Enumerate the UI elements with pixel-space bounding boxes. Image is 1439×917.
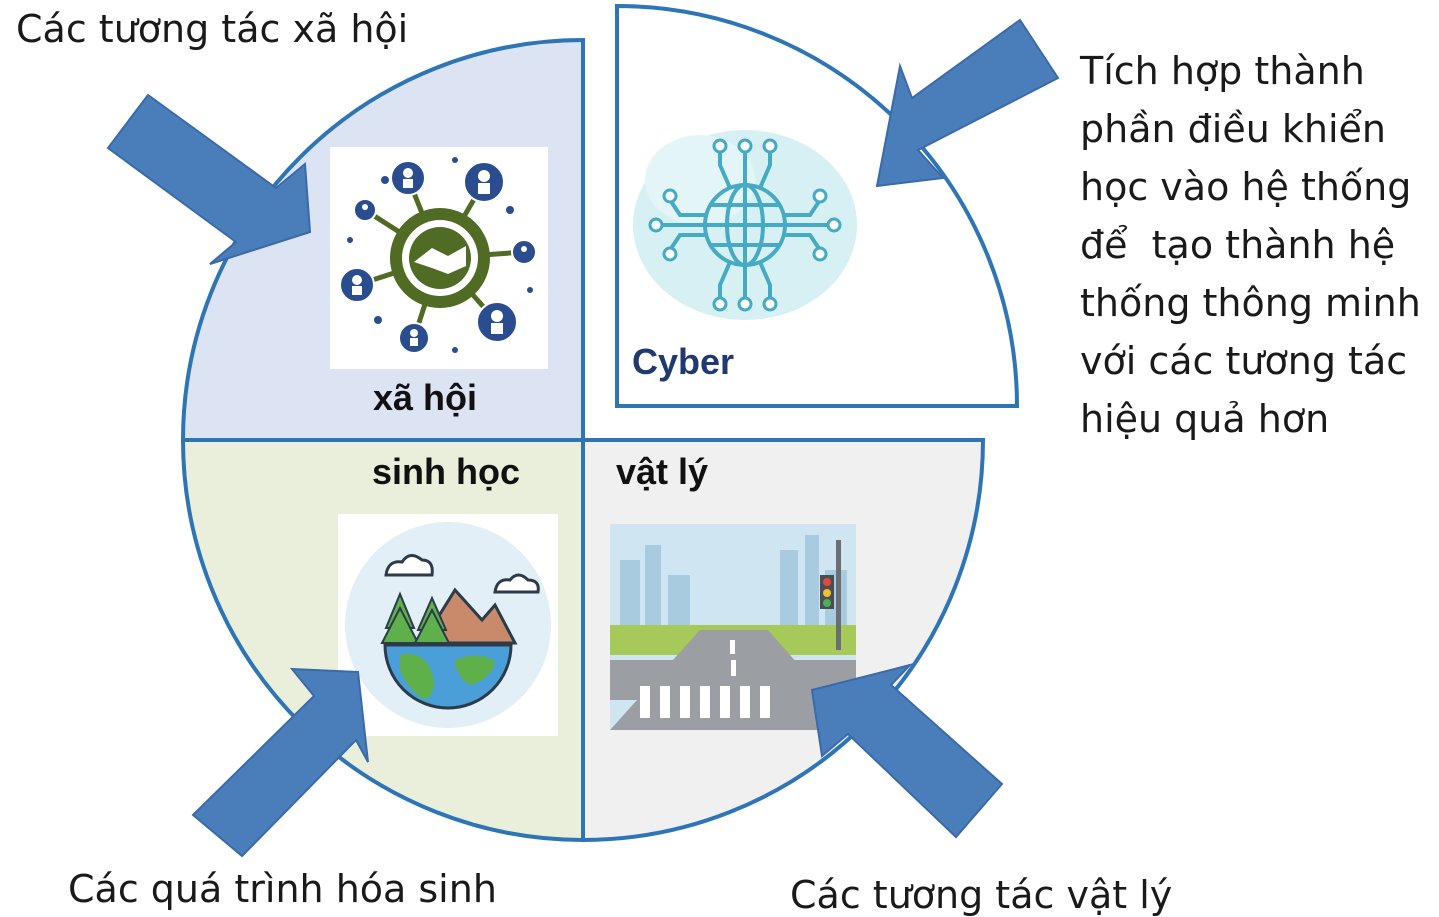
side-line: Tích hợp thành [1080, 49, 1365, 93]
arrow-bio [191, 667, 369, 858]
arrows [106, 18, 1060, 858]
side-line: phần điều khiển [1080, 107, 1386, 151]
label-physical: vật lý [616, 451, 709, 492]
label-bio: sinh học [372, 451, 521, 492]
side-line: hiệu quả hơn [1080, 397, 1330, 441]
side-line: để tạo thành hệ [1080, 223, 1396, 267]
city-road-icon [610, 524, 856, 730]
globe-circuit-icon [633, 130, 857, 320]
side-description: Tích hợp thành phần điều khiển học vào h… [1080, 42, 1421, 448]
side-line: với các tương tác [1080, 339, 1408, 383]
arrow-cyber [875, 18, 1060, 188]
arrow-physical [810, 663, 1004, 839]
caption-physical: Các tương tác vật lý [790, 873, 1173, 917]
side-line: học vào hệ thống [1080, 165, 1412, 209]
label-social: xã hội [373, 377, 478, 418]
label-cyber: Cyber [632, 341, 735, 382]
earth-nature-icon [338, 514, 558, 736]
side-line: thống thông minh [1080, 281, 1421, 325]
caption-social: Các tương tác xã hội [16, 7, 409, 51]
arrow-social [106, 93, 312, 265]
handshake-network-icon [330, 147, 548, 369]
caption-biochem: Các quá trình hóa sinh [68, 867, 497, 911]
